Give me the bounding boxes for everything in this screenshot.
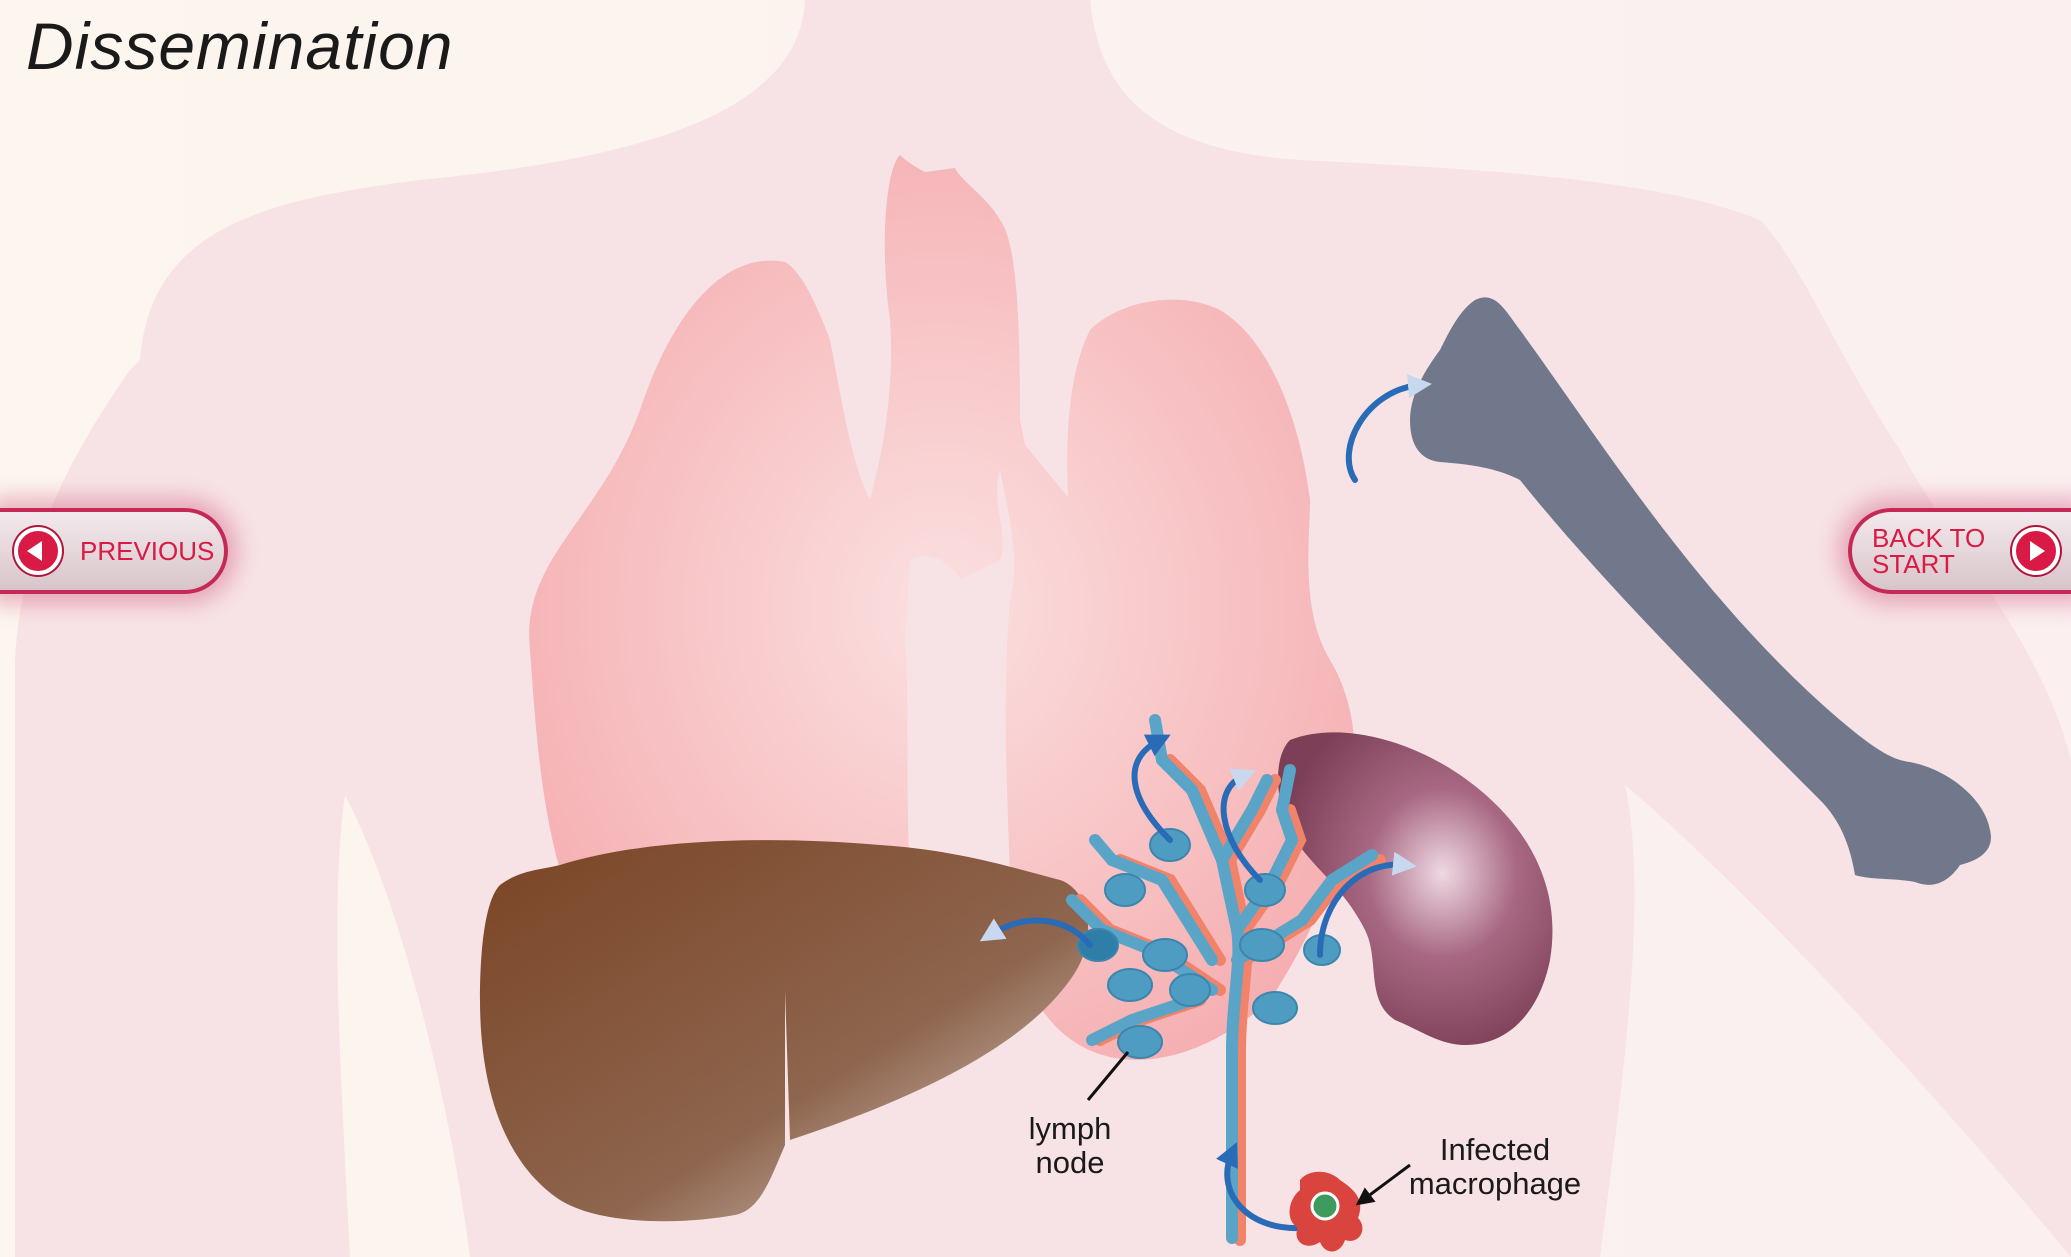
lymph-node <box>1240 929 1284 961</box>
previous-button[interactable]: PREVIOUS <box>0 508 228 594</box>
arrow-left-icon <box>14 527 62 575</box>
lymph-node <box>1143 939 1187 971</box>
lymph-node <box>1150 829 1190 861</box>
lymph-node <box>1078 929 1118 961</box>
arrow-right-icon <box>2012 527 2060 575</box>
previous-label: PREVIOUS <box>80 538 214 564</box>
lymph-node <box>1108 969 1152 1001</box>
page-title: Dissemination <box>26 8 454 84</box>
lymph-node <box>1253 992 1297 1024</box>
lymph-node <box>1118 1026 1162 1058</box>
lymph-node <box>1170 974 1210 1006</box>
lymph-node-label: lymph node <box>1010 1112 1130 1180</box>
lymph-node <box>1245 874 1285 906</box>
back-to-start-button[interactable]: BACK TO START <box>1848 508 2071 594</box>
infected-macrophage-label: Infected macrophage <box>1385 1133 1605 1201</box>
back-to-start-label: BACK TO START <box>1872 525 2002 577</box>
lymph-node <box>1105 874 1145 906</box>
